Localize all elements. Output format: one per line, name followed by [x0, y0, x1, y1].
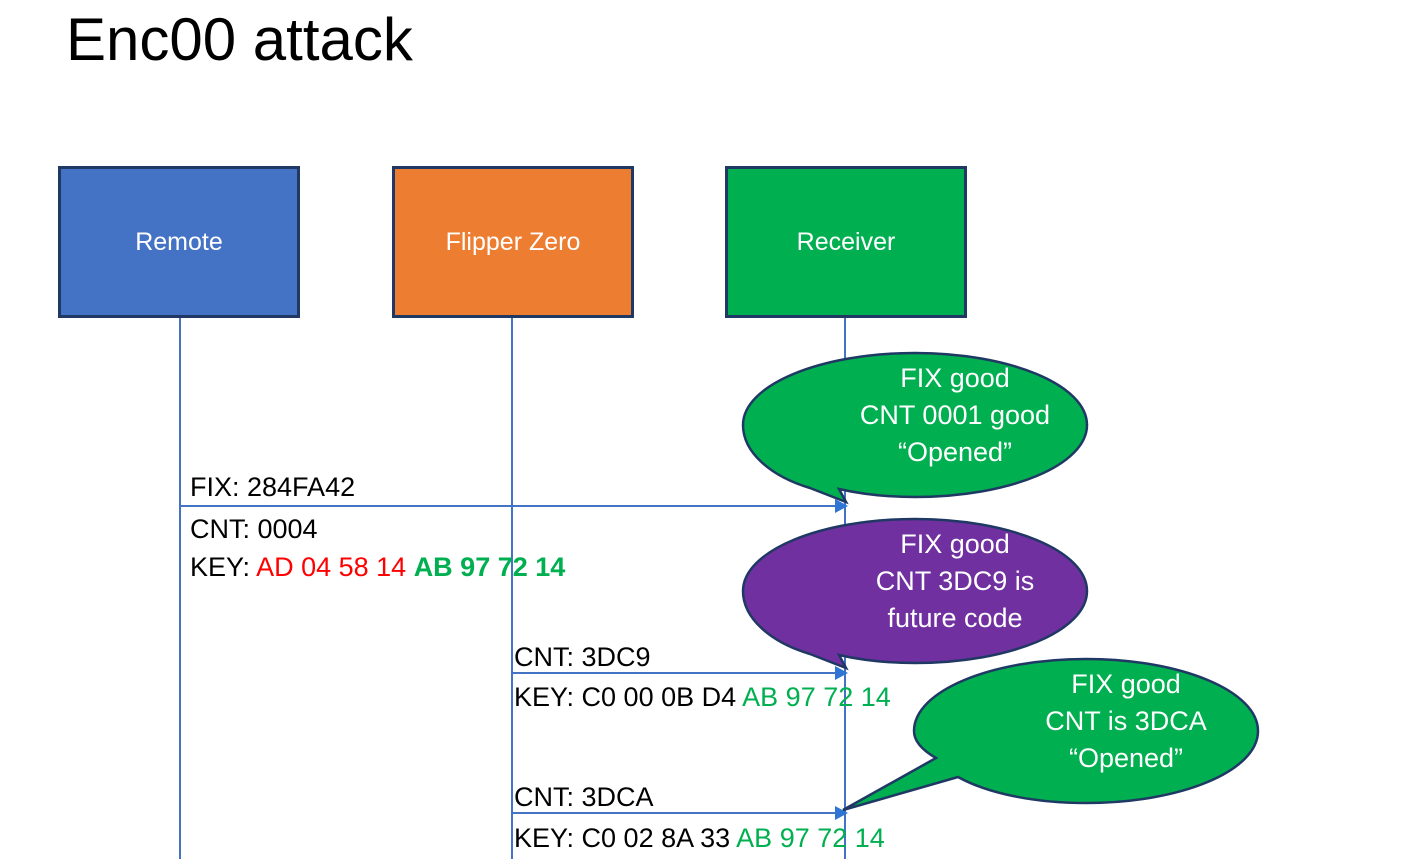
speech-balloon-fix-good-cnt-0001: FIX good CNT 0001 good “Opened”: [741, 351, 1089, 505]
balloon-shape-icon: [741, 517, 1089, 671]
key-prefix: KEY:: [190, 552, 257, 582]
lifeline-flipper-zero: [511, 318, 513, 859]
actor-label-remote: Remote: [135, 227, 223, 256]
key-bytes-green: AB 97 72 14: [742, 682, 891, 712]
message-label-key-flipper-2: KEY: C0 02 8A 33 AB 97 72 14: [514, 821, 885, 855]
message-arrow-remote-to-receiver: [180, 499, 848, 513]
message-label-key-remote: KEY: AD 04 58 14 AB 97 72 14: [190, 550, 565, 584]
message-label-fix: FIX: 284FA42: [190, 472, 356, 502]
actor-label-receiver: Receiver: [796, 227, 896, 256]
actor-box-remote[interactable]: Remote: [58, 166, 300, 318]
balloon-shape-icon: [842, 657, 1260, 812]
key-bytes-red: AD 04 58 14: [256, 552, 407, 582]
key-bytes-green: AB 97 72 14: [413, 552, 566, 582]
balloon-shape-icon: [741, 351, 1089, 505]
message-label-cnt-0004: CNT: 0004: [190, 514, 318, 544]
key-prefix: KEY: C0 02 8A 33: [514, 823, 737, 853]
actor-label-flipper-zero: Flipper Zero: [445, 227, 581, 256]
lifeline-remote: [179, 318, 181, 859]
speech-balloon-cnt-is-3dca: FIX good CNT is 3DCA “Opened”: [842, 657, 1260, 812]
message-arrow-flipper-to-receiver-1: [512, 666, 848, 680]
message-label-key-flipper-1: KEY: C0 00 0B D4 AB 97 72 14: [514, 680, 891, 714]
page-title: Enc00 attack: [66, 6, 413, 73]
actor-box-receiver[interactable]: Receiver: [725, 166, 967, 318]
key-bytes-green: AB 97 72 14: [736, 823, 885, 853]
actor-box-flipper-zero[interactable]: Flipper Zero: [392, 166, 634, 318]
message-label-cnt-3dc9: CNT: 3DC9: [514, 642, 651, 672]
message-label-cnt-3dca: CNT: 3DCA: [514, 782, 654, 812]
key-prefix: KEY: C0 00 0B D4: [514, 682, 743, 712]
speech-balloon-cnt-3dc9-future-code: FIX good CNT 3DC9 is future code: [741, 517, 1089, 671]
